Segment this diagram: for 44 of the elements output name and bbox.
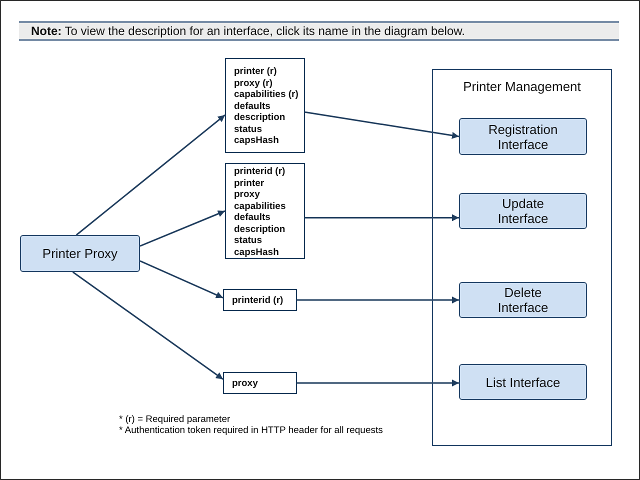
parameter-text: capsHash <box>234 246 280 258</box>
parameter-text: defaults <box>234 100 272 112</box>
parameter-box <box>225 163 305 259</box>
parameter-text: defaults <box>234 212 272 224</box>
parameter-text: proxy <box>234 189 261 200</box>
arrow <box>140 210 226 247</box>
parameter-text: description <box>234 224 286 235</box>
interface-box <box>459 364 587 400</box>
group-box <box>432 69 612 446</box>
parameter-text: printerid (r) <box>232 295 284 307</box>
parameter-text: capabilities <box>234 200 287 212</box>
parameter-text: printer (r) <box>234 66 278 78</box>
node-label: Printer Proxy <box>42 246 118 261</box>
arrow <box>297 296 459 304</box>
proxy-box <box>20 235 140 272</box>
parameter-text: proxy <box>232 378 259 390</box>
footnote: * Authentication token required in HTTP header for all requests <box>119 425 383 436</box>
note-bar: Note: To view the description for an interface, click its name in the diagram below. <box>19 21 619 41</box>
arrow <box>140 260 224 298</box>
node-label: Update Interface <box>496 196 550 226</box>
parameter-box <box>223 372 297 394</box>
parameter-box <box>223 289 297 311</box>
group-title: Printer Management <box>462 79 582 94</box>
parameter-text: proxy (r) <box>234 78 274 90</box>
footnote: * (r) = Required parameter <box>119 414 232 425</box>
parameter-text: description <box>234 112 286 124</box>
parameter-text: status <box>234 124 263 136</box>
parameter-text: printer <box>234 178 266 189</box>
node-label: Delete Interface <box>496 285 550 315</box>
arrow <box>76 114 226 236</box>
parameter-text: capabilities (r) <box>234 89 300 101</box>
parameter-text: capsHash <box>234 135 280 147</box>
interface-box <box>459 118 587 155</box>
arrow <box>305 214 459 222</box>
interface-box <box>459 282 587 318</box>
parameter-box <box>225 58 305 153</box>
arrow <box>297 380 459 386</box>
parameter-text: printerid (r) <box>234 166 286 178</box>
interface-box <box>459 193 587 229</box>
arrow <box>72 271 224 380</box>
arrow <box>304 111 460 139</box>
node-label: Registration Interface <box>487 122 559 152</box>
node-label: List Interface <box>486 374 560 390</box>
parameter-text: status <box>234 235 263 246</box>
